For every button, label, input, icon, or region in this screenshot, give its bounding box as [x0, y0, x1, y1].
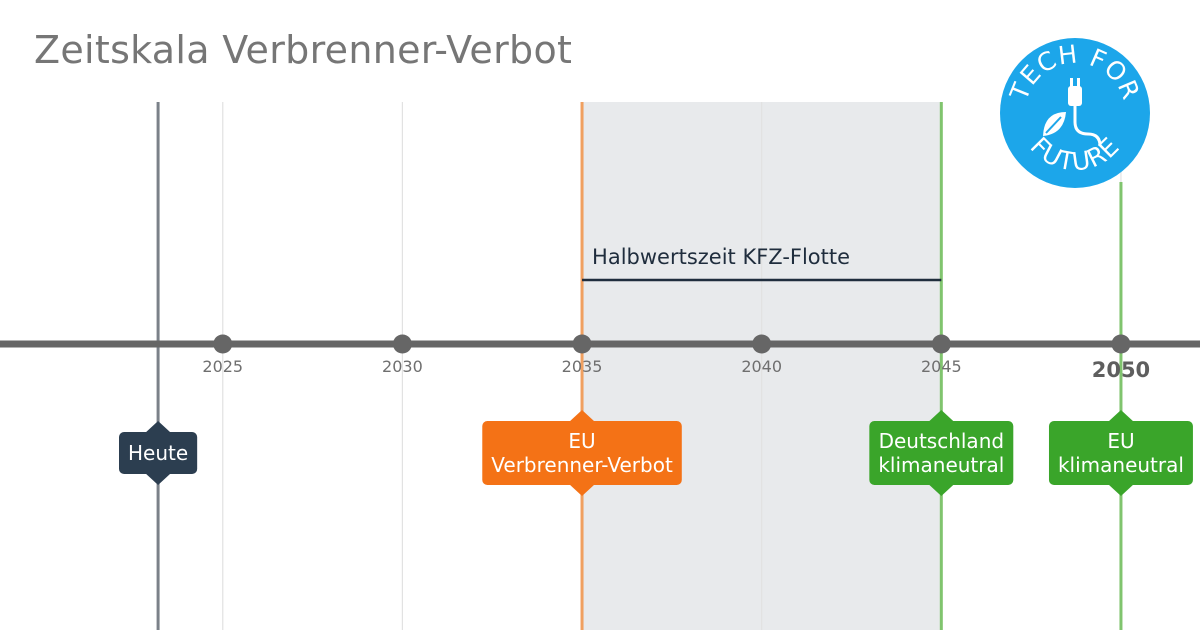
marker-box-2: [869, 421, 1014, 485]
marker-notch-top-3: [1107, 410, 1134, 422]
tick-label-2050: 2050: [1092, 358, 1150, 382]
tick-dot-2030: [392, 334, 412, 354]
tick-dot-2035: [572, 334, 592, 354]
marker-line-layer: [156, 102, 1123, 630]
span-label: Halbwertszeit KFZ-Flotte: [592, 245, 850, 269]
marker-label-3-0: EU: [1107, 429, 1134, 453]
tick-label-2035: 2035: [562, 357, 603, 376]
marker-notch-top-2: [928, 410, 955, 422]
marker-label-3-1: klimaneutral: [1058, 453, 1184, 477]
tick-dot-2045: [931, 334, 951, 354]
marker-box-0: [119, 432, 198, 474]
plug-leaf-icon: [1043, 78, 1102, 147]
marker-label-1-1: Verbrenner-Verbot: [491, 453, 673, 477]
marker-label-2-1: klimaneutral: [878, 453, 1004, 477]
tick-label-2030: 2030: [382, 357, 423, 376]
tick-dot-2025: [213, 334, 233, 354]
marker-box-1: [482, 421, 682, 485]
marker-notch-top-1: [569, 410, 596, 422]
marker-notch-bottom-3: [1107, 484, 1134, 496]
page-title: Zeitskala Verbrenner-Verbot: [34, 28, 573, 72]
marker-notch-bottom-2: [928, 484, 955, 496]
tick-label-2025: 2025: [202, 357, 243, 376]
marker-notch-bottom-0: [145, 473, 172, 485]
tick-label-2045: 2045: [921, 357, 962, 376]
marker-label-1-0: EU: [568, 429, 595, 453]
tick-dot-2040: [752, 334, 772, 354]
marker-box-3: [1048, 421, 1193, 485]
tick-layer: 2025 2030 2035 2040 2045 2050: [202, 334, 1150, 382]
span-layer: Halbwertszeit KFZ-Flotte: [582, 245, 942, 282]
marker-label-2-0: Deutschland: [879, 429, 1005, 453]
tick-label-2040: 2040: [741, 357, 782, 376]
marker-notch-top-0: [145, 421, 172, 433]
tick-dot-2050: [1111, 334, 1131, 354]
tech-for-future-logo: TECH FOR FUTURE: [1000, 38, 1150, 188]
marker-notch-bottom-1: [569, 484, 596, 496]
marker-label-0-0: Heute: [128, 441, 188, 465]
